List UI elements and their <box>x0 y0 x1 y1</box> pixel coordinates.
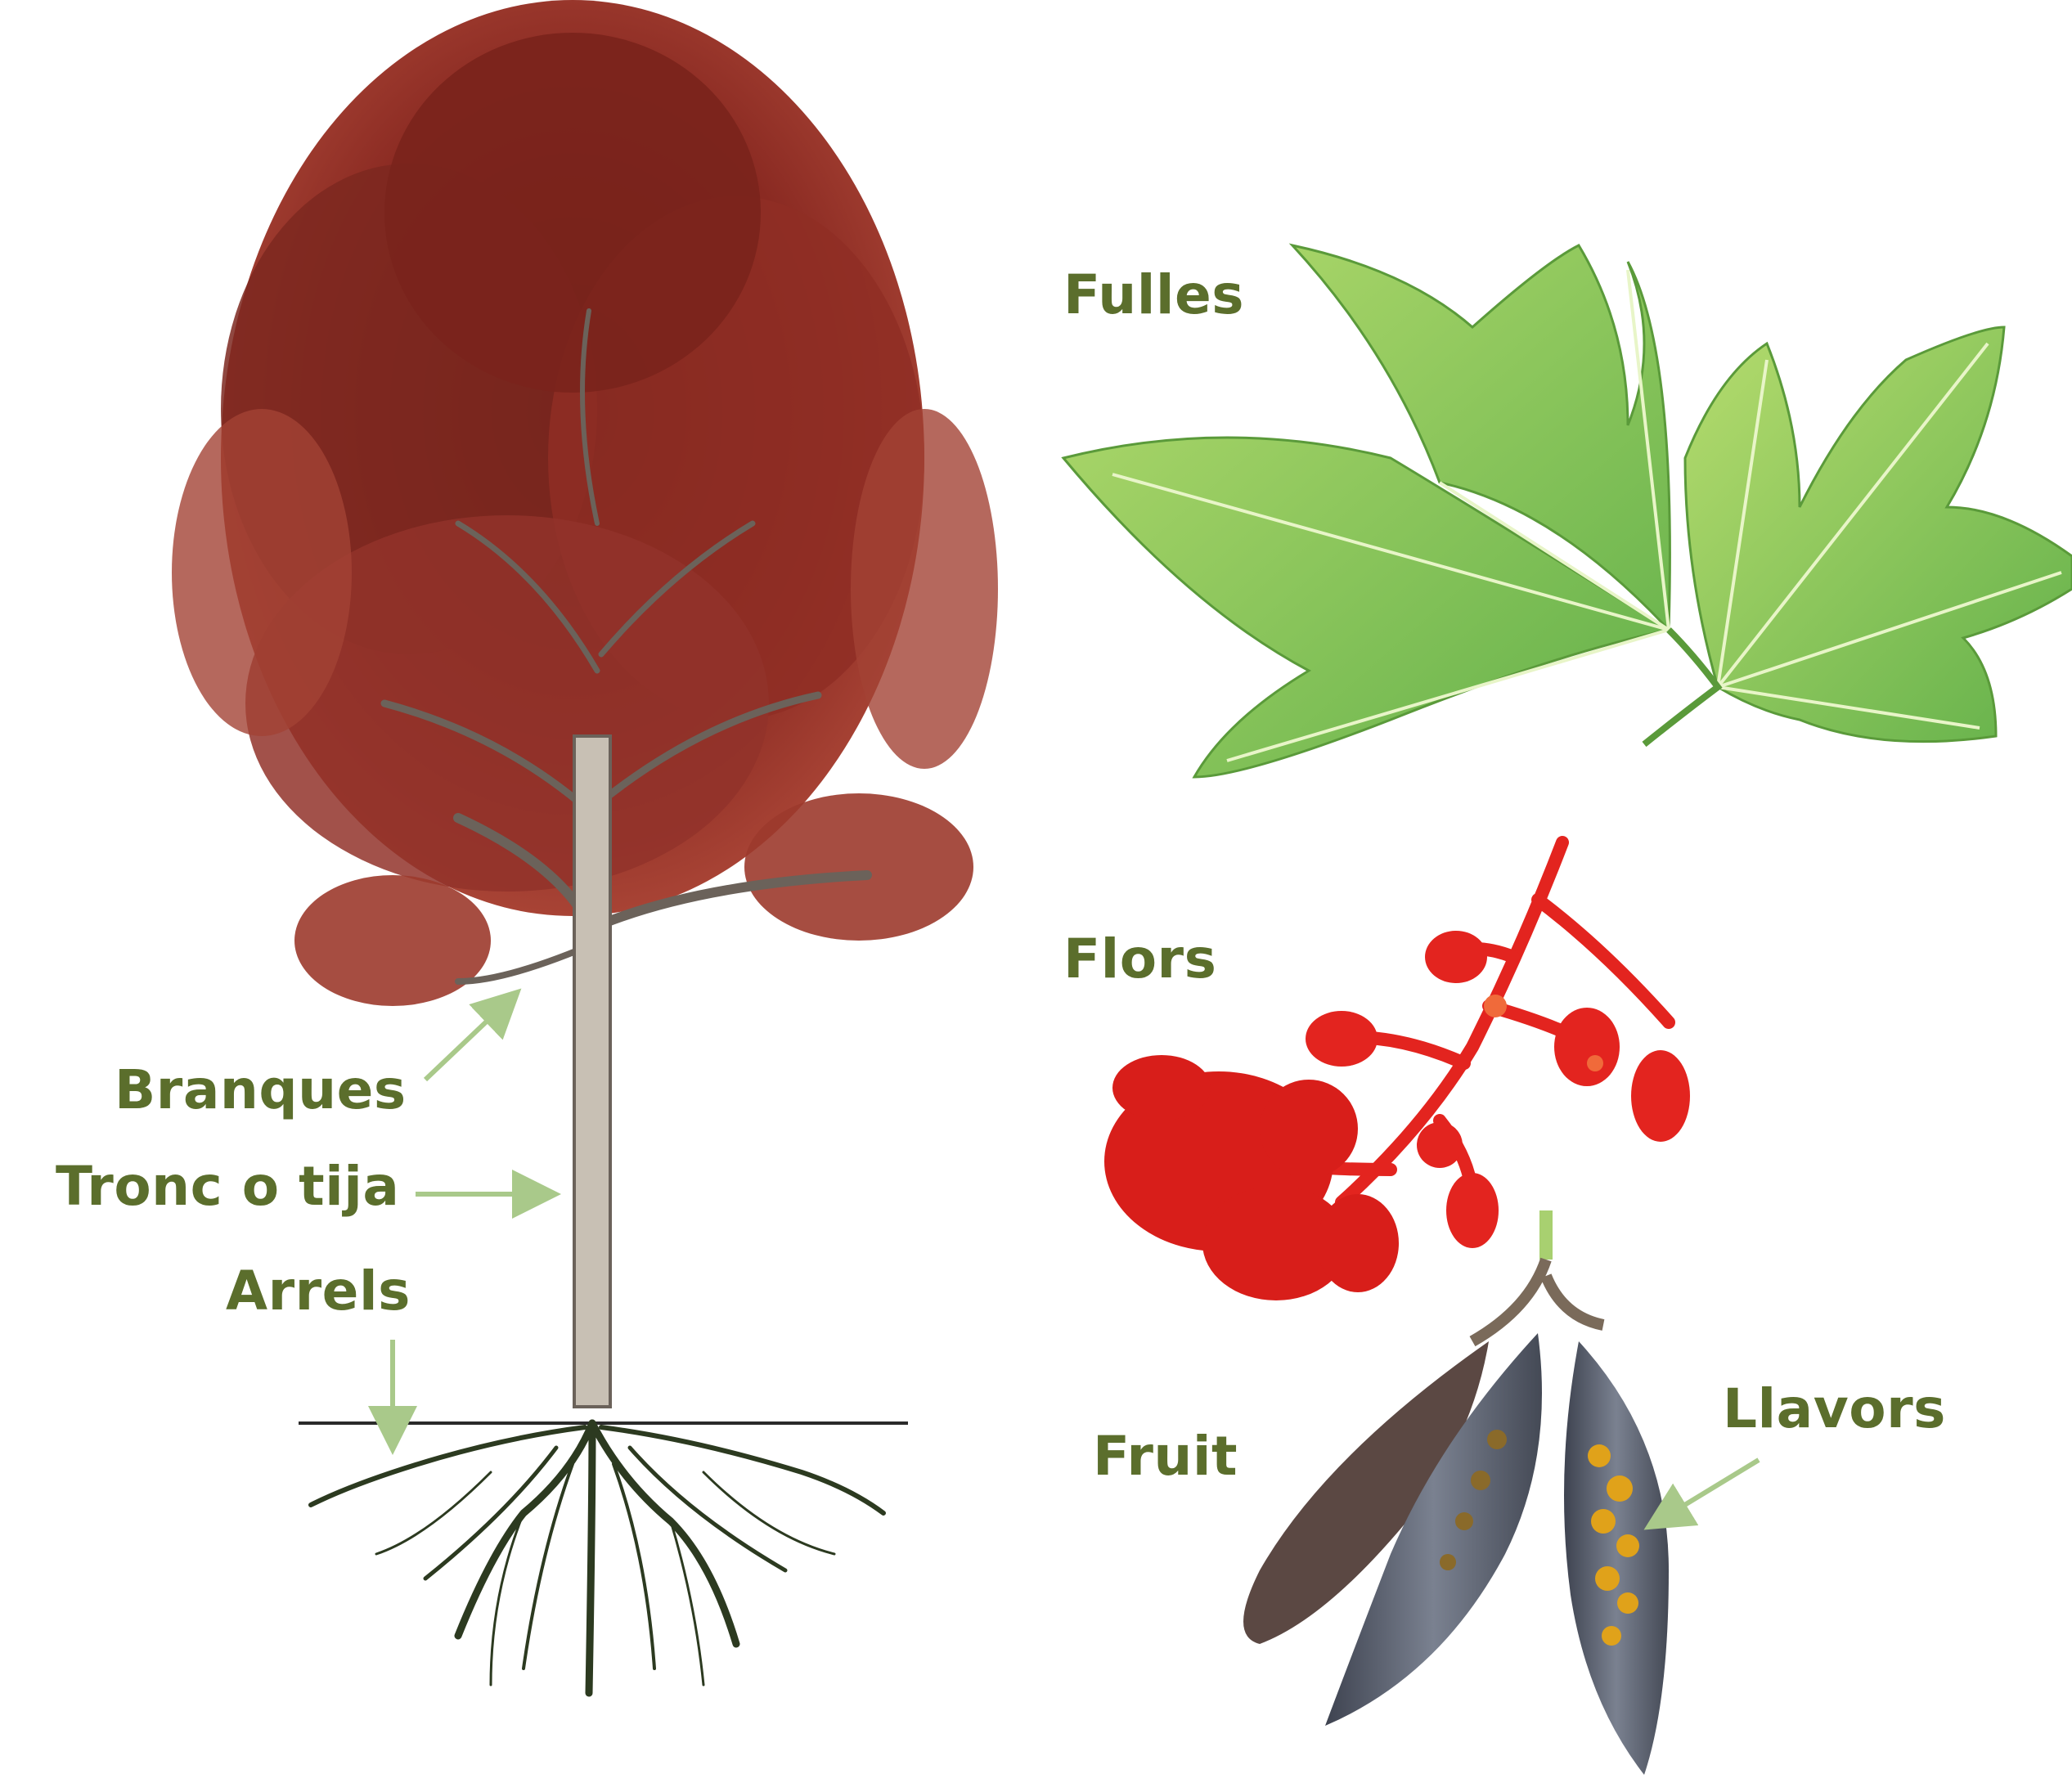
label-tronc: Tronc o tija <box>56 1160 399 1214</box>
tree-roots <box>311 1423 883 1693</box>
fruit-stalk <box>1472 1260 1603 1341</box>
label-branques: Branques <box>115 1063 407 1117</box>
label-flors: Flors <box>1063 932 1216 986</box>
pod-right <box>1564 1341 1669 1775</box>
label-arrels: Arrels <box>226 1264 411 1318</box>
tree-illustration <box>172 0 998 1693</box>
arrow-branques <box>425 1002 507 1080</box>
arrow-llavors <box>1661 1460 1759 1520</box>
fruit-pod-illustration <box>1243 1210 1669 1775</box>
tree-trunk <box>574 736 610 1407</box>
label-fulles: Fulles <box>1063 268 1244 322</box>
flowers-illustration <box>1104 842 1690 1300</box>
flower-blossoms <box>1104 1055 1399 1300</box>
label-llavors: Llavors <box>1723 1382 1946 1436</box>
label-fruit: Fruit <box>1093 1430 1238 1484</box>
